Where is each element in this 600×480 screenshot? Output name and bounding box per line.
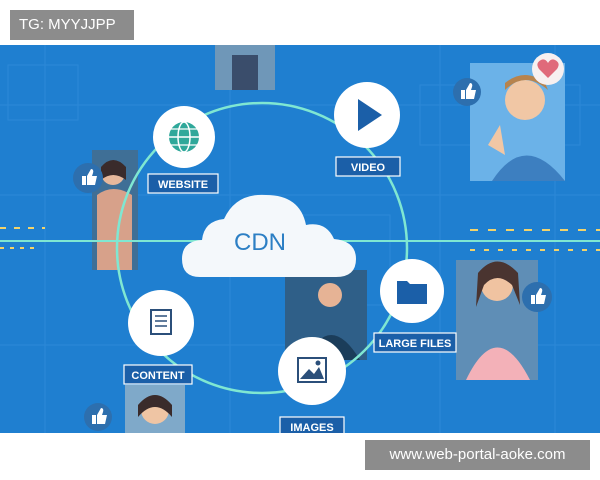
document-icon (150, 309, 172, 335)
node-large-files: LARGE FILES (373, 259, 457, 353)
content-label: CONTENT (131, 370, 184, 382)
images-label: IMAGES (290, 422, 333, 433)
node-images: IMAGES (278, 337, 346, 433)
cdn-illustration: CDN WEBSITE VIDEO L (0, 45, 600, 433)
website-label: WEBSITE (158, 179, 208, 191)
photo-panel-right (456, 260, 538, 380)
thumbs-up-icon (453, 78, 481, 106)
video-label: VIDEO (351, 162, 386, 174)
globe-icon (169, 121, 199, 153)
play-icon (358, 99, 382, 131)
cdn-cloud: CDN (182, 194, 356, 277)
cdn-label: CDN (234, 229, 286, 256)
photo-panel-top-left (215, 45, 275, 90)
thumbs-up-icon (84, 403, 112, 431)
large-files-label: LARGE FILES (379, 338, 452, 350)
distribution-ring (115, 101, 409, 395)
thumbs-up-icon (73, 163, 103, 193)
cdn-diagram: CDN WEBSITE VIDEO L (0, 45, 600, 433)
watermark-bottom: www.web-portal-aoke.com (365, 440, 590, 470)
watermark-top: TG: MYYJJPP (10, 10, 134, 40)
heart-icon (532, 53, 564, 85)
photo-panel-left (92, 150, 138, 270)
photo-panel-bottom-left (125, 385, 185, 433)
node-website: WEBSITE (147, 106, 219, 194)
image-icon (297, 357, 327, 383)
node-video: VIDEO (334, 82, 401, 177)
thumbs-up-icon (522, 282, 552, 312)
folder-icon (397, 281, 427, 304)
node-content: CONTENT (123, 290, 194, 385)
